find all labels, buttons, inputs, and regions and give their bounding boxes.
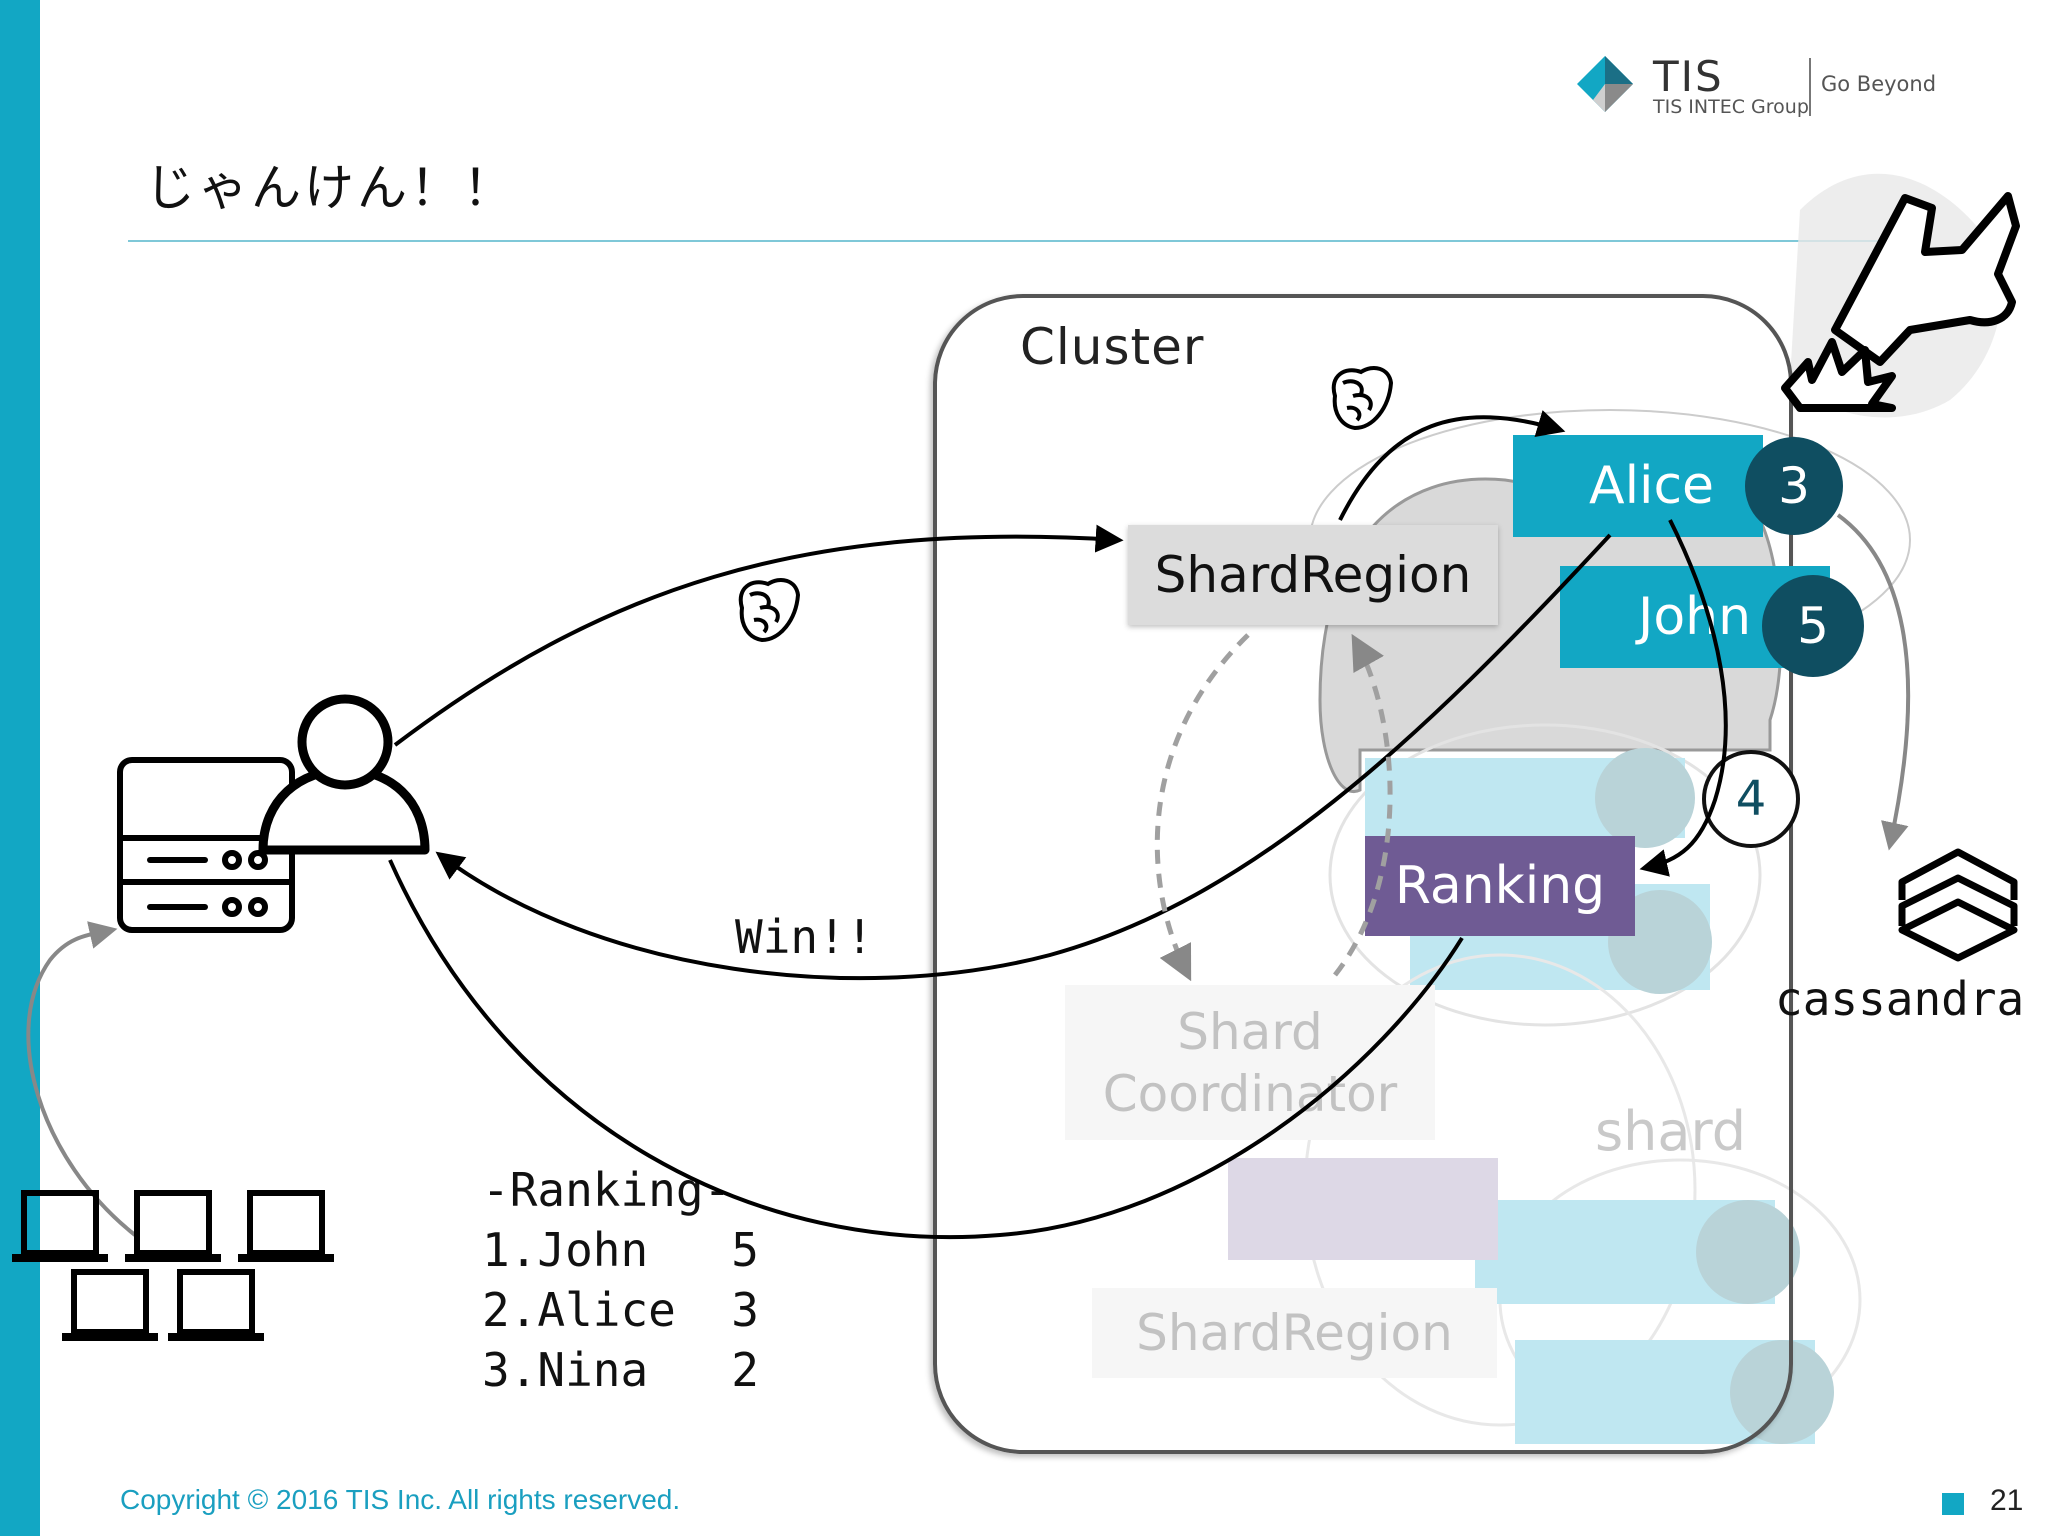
alice-score-badge: 3 — [1745, 437, 1843, 535]
arrow-user-to-shardregion — [393, 524, 1124, 747]
logo-divider — [1809, 58, 1811, 116]
shard-region-bottom: ShardRegion — [1092, 1288, 1497, 1378]
step-badge: 4 — [1702, 750, 1800, 848]
dashed-arrow-coordinator-to-region — [1333, 633, 1393, 977]
logo-name: TIS — [1653, 52, 1724, 101]
ranking-row: 3.Nina 2 — [482, 1343, 759, 1397]
shard-circle-1 — [1595, 748, 1695, 848]
win-label: Win!! — [735, 910, 874, 964]
arrow-actors-to-cassandra — [1836, 513, 1911, 851]
slide-title: じゃんけん！！ — [145, 159, 516, 217]
arrow-win-to-user — [435, 533, 1612, 981]
logo-group-text: TIS INTEC Group — [1653, 96, 1809, 118]
cluster-container — [933, 294, 1793, 1454]
fist-icon — [1331, 366, 1394, 431]
tis-diamond-icon — [1577, 56, 1633, 112]
cassandra-label: cassandra — [1775, 972, 2025, 1026]
ranking-list: -Ranking- 1.John 5 2.Alice 3 3.Nina 2 — [482, 1160, 759, 1400]
tis-logo: TIS TIS INTEC Group Go Beyond — [1575, 52, 1945, 127]
arrow-alice-to-ranking — [1639, 519, 1728, 877]
missile-explosion-icon — [1781, 192, 2020, 412]
arrow-laptops-to-server — [26, 921, 137, 1237]
fist-icon — [738, 578, 801, 643]
copyright-footer: Copyright © 2016 TIS Inc. All rights res… — [120, 1484, 681, 1515]
shard-coordinator-line-1: Shard — [1177, 1002, 1323, 1061]
arrow-shardregion-to-alice — [1338, 410, 1566, 521]
ranking-actor: Ranking — [1365, 836, 1635, 936]
ranking-row: 1.John 5 — [482, 1223, 759, 1277]
shard-circle-3 — [1696, 1200, 1800, 1304]
shard-region-top: ShardRegion — [1128, 525, 1498, 625]
left-accent-bar — [0, 0, 40, 1536]
ranking-row: 2.Alice 3 — [482, 1283, 759, 1337]
john-score-badge: 5 — [1762, 575, 1864, 677]
user-icon — [258, 694, 430, 855]
page-number: 21 — [1990, 1484, 2024, 1517]
database-stack-icon — [1898, 848, 2018, 962]
faded-ranking-box — [1228, 1158, 1498, 1260]
shard-label: shard — [1595, 1100, 1746, 1163]
logo-tagline: Go Beyond — [1821, 72, 1937, 96]
alice-actor: Alice — [1513, 435, 1763, 537]
page-marker — [1942, 1493, 1964, 1515]
title-divider — [128, 240, 1918, 242]
dashed-arrow-region-to-coordinator — [1154, 633, 1250, 982]
ranking-list-header: -Ranking- — [482, 1163, 732, 1217]
arrow-ranking-to-user — [388, 859, 1464, 1240]
shard-outline-mid — [1328, 723, 1762, 1027]
laptop-group-icon — [12, 1190, 334, 1341]
cluster-label: Cluster — [1020, 318, 1205, 376]
